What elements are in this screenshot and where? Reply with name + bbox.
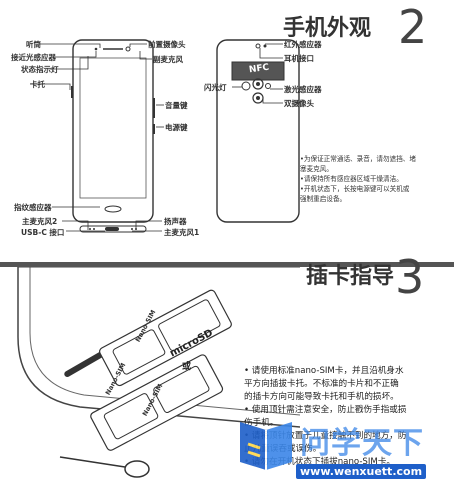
note-line: 平方向插拔卡托。不标准的卡片和不正确 <box>244 379 399 389</box>
note-line: •请保持所有感应器区域干燥清洁。 <box>300 175 403 183</box>
note-line: • 使用顶针需注意安全，防止戳伤手指或损 <box>244 405 407 415</box>
section2-title: 插卡指导 <box>306 264 395 289</box>
note-line: • 请勿在开机状态下插拔nano-SIM卡。 <box>244 457 396 467</box>
label-main-mic-2: 主麦克风2 <box>22 217 58 226</box>
note-line: 的插卡方向可能导致卡托和手机的损坏。 <box>244 392 399 402</box>
label-earpiece: 听筒 <box>26 40 41 49</box>
watermark-url: www.wenxuett.com <box>296 464 427 479</box>
phone-back-illustration <box>216 39 300 223</box>
label-speaker: 扬声器 <box>164 217 187 226</box>
section1-number: 2 <box>398 0 428 54</box>
label-flash: 闪光灯 <box>204 83 227 92</box>
label-headset-jack: 耳机接口 <box>284 54 314 63</box>
label-main-mic-1: 主麦克风1 <box>164 228 200 237</box>
appearance-notes: •为保证正常通话、录音，请勿遮挡、堵 塞麦克风。 •请保持所有感应器区域干燥清洁… <box>300 154 450 204</box>
card-label-or: 或 <box>182 362 192 372</box>
note-line: 塞麦克风。 <box>300 165 333 173</box>
card-tray-illustration <box>17 267 300 478</box>
label-secondary-mic: 副麦克风 <box>153 55 183 64</box>
note-line: 强制重启设备。 <box>300 195 347 203</box>
label-power-key: 电源键 <box>165 123 188 132</box>
label-front-camera: 前置摄像头 <box>148 40 186 49</box>
label-fingerprint-sensor: 指纹感应器 <box>14 203 52 212</box>
section1-title: 手机外观 <box>283 16 372 41</box>
label-volume-key: 音量键 <box>165 101 188 110</box>
section2-number: 3 <box>395 250 425 304</box>
label-status-indicator: 状态指示灯 <box>21 65 59 74</box>
note-line: 伤手机。 <box>244 418 279 428</box>
section-divider <box>0 262 454 267</box>
note-line: • 请使用标准nano-SIM卡，并且沿机身水 <box>244 366 404 376</box>
note-line: •为保证正常通话、录音，请勿遮挡、堵 <box>300 155 416 163</box>
note-line: • 请将顶针放置于儿童接触不到的地方，防 <box>244 431 407 441</box>
label-dual-camera: 双摄像头 <box>284 99 314 108</box>
note-line: •开机状态下，长按电源键可以关机或 <box>300 185 410 193</box>
label-ir-sensor: 红外感应器 <box>284 40 322 49</box>
label-card-tray: 卡托 <box>30 80 45 89</box>
watermark-logo-icon <box>240 422 292 470</box>
label-usb-c-port: USB-C 接口 <box>21 228 65 237</box>
label-proximity-sensor: 接近光感应器 <box>11 53 56 62</box>
label-laser-sensor: 激光感应器 <box>284 85 322 94</box>
watermark-site-name: 问学天下 <box>300 426 424 461</box>
phone-front-illustration <box>30 39 164 233</box>
